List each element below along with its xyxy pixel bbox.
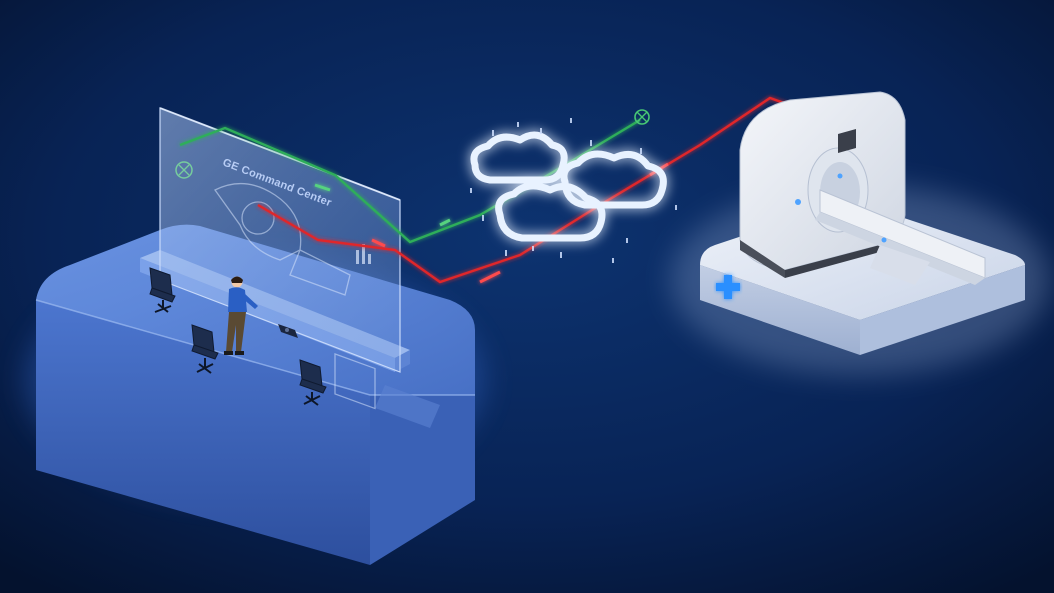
target-icon: [175, 161, 193, 179]
cloud-icon: [470, 131, 667, 242]
chair-3: [299, 359, 327, 406]
medical-cross-icon: [716, 275, 740, 299]
ct-scanner-icon: [739, 91, 986, 285]
chair-2: [191, 324, 219, 374]
chair-1: [149, 267, 176, 313]
cloud-particles: [470, 118, 677, 263]
chart-mini-icon: [356, 244, 371, 264]
desk-phone-icon: [278, 324, 298, 338]
target-icon: [634, 109, 650, 125]
operator-figure: [224, 276, 258, 355]
glass-display-panel: GE Command Center: [159, 107, 401, 410]
